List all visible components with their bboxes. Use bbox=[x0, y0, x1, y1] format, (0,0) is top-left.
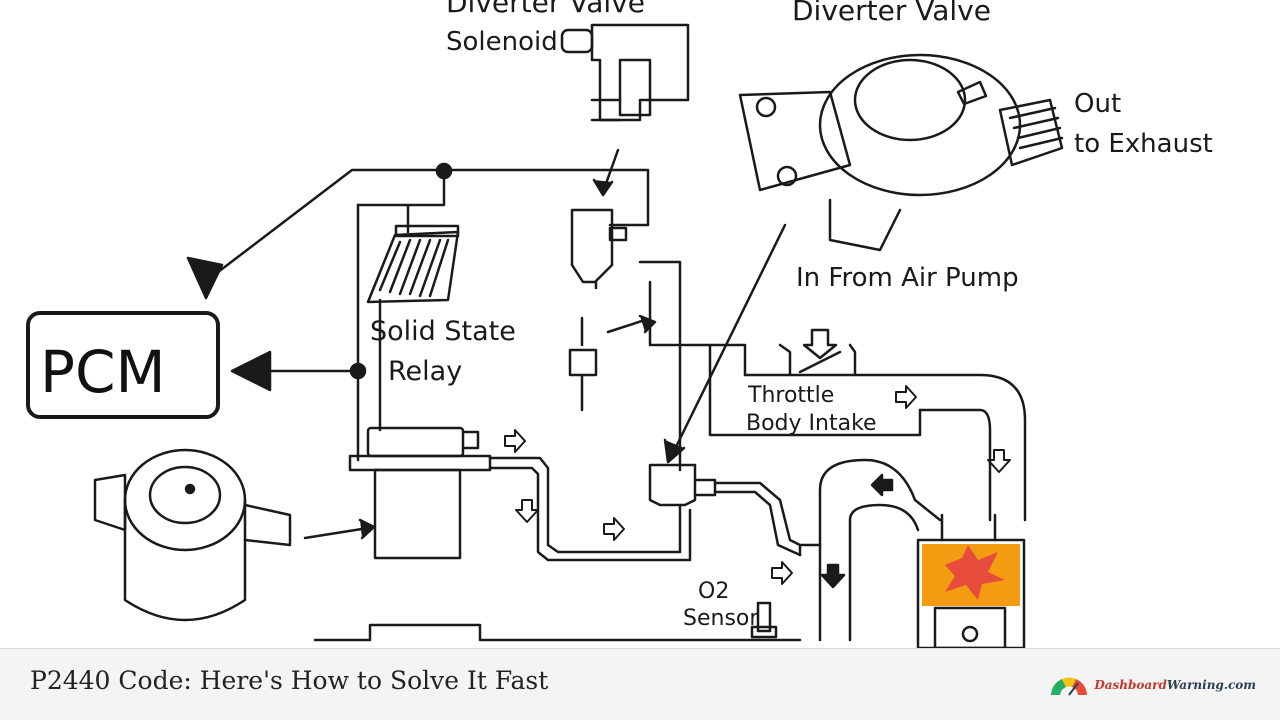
o2-sensor bbox=[750, 601, 778, 639]
air-injection-diagram: Diverter Valve Solenoid Diverter Valve O… bbox=[26, 0, 1213, 648]
arrow-diverter-to-valve-head bbox=[663, 438, 686, 464]
exhaust-path bbox=[798, 458, 942, 642]
air-switching-valve bbox=[348, 426, 692, 562]
label-diverter-valve-solenoid-1: Diverter Valve bbox=[446, 0, 645, 19]
flow-arrows-solid bbox=[820, 473, 894, 589]
brand-text-part2: Warning.com bbox=[1166, 678, 1256, 692]
solid-state-relay bbox=[366, 224, 460, 304]
diverter-valve-solenoid bbox=[560, 23, 690, 197]
inline-filter bbox=[568, 314, 657, 412]
label-in-from-air-pump: In From Air Pump bbox=[796, 263, 1019, 293]
combustion-flame bbox=[922, 544, 1020, 606]
label-solid-state-1: Solid State bbox=[370, 316, 516, 347]
label-o2-2: Sensor bbox=[683, 606, 759, 631]
check-valve-lower bbox=[648, 463, 802, 557]
wire-top bbox=[203, 168, 650, 284]
label-solid-state-2: Relay bbox=[388, 356, 462, 387]
label-throttle-1: Throttle bbox=[747, 383, 834, 408]
throttle-body bbox=[708, 328, 1027, 522]
label-pcm: PCM bbox=[40, 338, 166, 406]
label-diverter-valve-solenoid-2: Solenoid bbox=[446, 27, 558, 57]
label-o2-1: O2 bbox=[698, 579, 729, 604]
air-pump bbox=[93, 448, 376, 622]
arrow-diverter-to-valve bbox=[670, 223, 787, 457]
bottom-rail bbox=[313, 623, 802, 642]
check-valve-upper bbox=[570, 208, 747, 472]
engine-cylinder bbox=[916, 513, 1026, 648]
label-out-1: Out bbox=[1074, 89, 1121, 119]
brand-logo[interactable]: DashboardWarning.com bbox=[1048, 671, 1256, 699]
pcm-box bbox=[26, 311, 220, 419]
label-throttle-2: Body Intake bbox=[746, 411, 877, 436]
diverter-valve bbox=[738, 53, 1064, 252]
gauge-icon bbox=[1051, 677, 1088, 696]
flow-arrows bbox=[504, 385, 1011, 585]
page-title: P2440 Code: Here's How to Solve It Fast bbox=[30, 666, 549, 695]
arrow-to-pcm-1 bbox=[230, 350, 272, 392]
label-out-2: to Exhaust bbox=[1074, 129, 1213, 159]
wire-relay-top bbox=[406, 169, 446, 234]
arrow-to-pcm-2 bbox=[186, 256, 224, 300]
label-diverter-valve: Diverter Valve bbox=[792, 0, 991, 27]
footer-bar: P2440 Code: Here's How to Solve It Fast … bbox=[0, 648, 1280, 720]
brand-text-part1: Dashboard bbox=[1094, 678, 1167, 692]
brand-text: DashboardWarning.com bbox=[1094, 678, 1256, 692]
